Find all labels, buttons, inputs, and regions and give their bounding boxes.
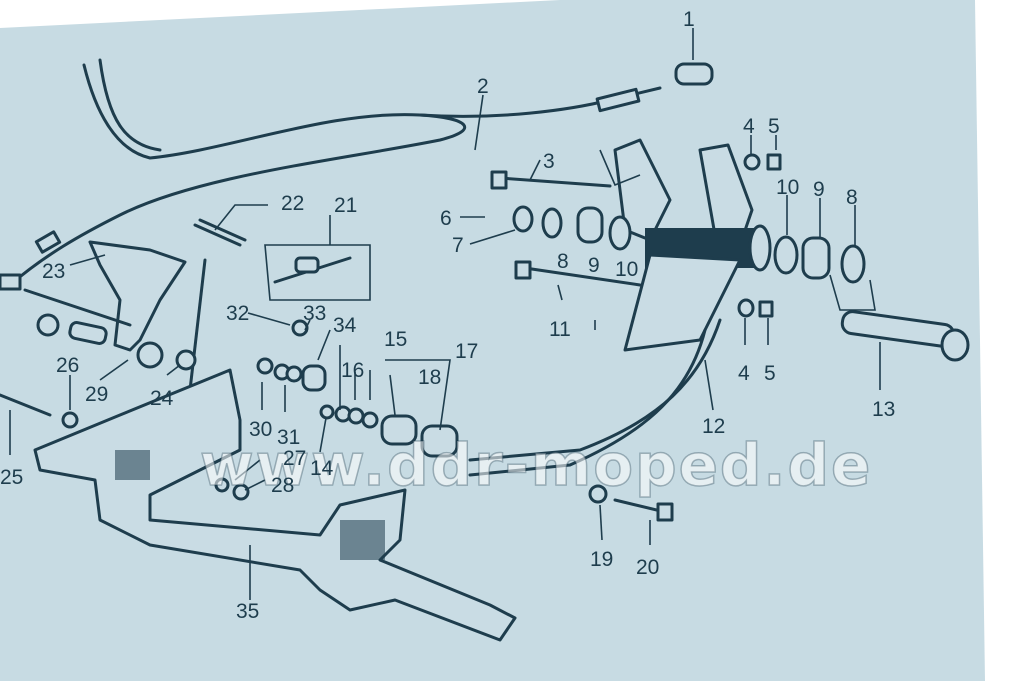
callout-9-right: 9 — [813, 178, 825, 201]
callout-11: 11 — [549, 318, 571, 341]
pin-13 — [840, 310, 970, 362]
callout-6: 6 — [440, 207, 452, 230]
callout-4: 4 — [743, 115, 755, 138]
brake-cable — [0, 58, 662, 291]
callout-7: 7 — [452, 234, 464, 257]
callout-4-lower: 4 — [738, 362, 750, 385]
callout-13: 13 — [872, 398, 895, 421]
callout-30: 30 — [249, 418, 272, 441]
callout-labels: 1 2 3 4 5 6 7 8 9 10 10 9 8 11 4 5 12 13… — [0, 8, 895, 623]
pivot-bracket — [468, 138, 772, 477]
callout-22: 22 — [281, 192, 304, 215]
callout-29: 29 — [85, 383, 108, 406]
callout-10: 10 — [615, 258, 638, 281]
callout-35: 35 — [236, 600, 259, 623]
callout-8-right: 8 — [846, 186, 858, 209]
callout-17: 17 — [455, 340, 478, 363]
callout-10-right: 10 — [776, 176, 799, 199]
bolt-11 — [514, 260, 642, 287]
callout-14: 14 — [310, 457, 334, 480]
callout-3: 3 — [543, 150, 555, 173]
main-frame — [0, 368, 517, 642]
callout-16: 16 — [341, 359, 364, 382]
callout-5-lower: 5 — [764, 362, 776, 385]
brake-pedal — [23, 240, 187, 369]
callout-33: 33 — [303, 302, 326, 325]
sleeve-part — [674, 62, 714, 86]
callout-28: 28 — [271, 474, 294, 497]
callout-5: 5 — [768, 115, 780, 138]
callout-20: 20 — [636, 556, 659, 579]
callout-21: 21 — [334, 194, 357, 217]
callout-25: 25 — [0, 466, 23, 489]
callout-1: 1 — [683, 8, 695, 31]
callout-12: 12 — [702, 415, 725, 438]
callout-23: 23 — [42, 260, 65, 283]
callout-2: 2 — [477, 75, 489, 98]
paper-sheet — [0, 0, 985, 681]
callout-19: 19 — [590, 548, 613, 571]
callout-24: 24 — [150, 387, 174, 410]
callout-8: 8 — [557, 250, 569, 273]
callout-31: 31 — [277, 426, 300, 449]
washers-bushings — [512, 153, 866, 318]
callout-15: 15 — [384, 328, 407, 351]
leader-lines — [9, 28, 881, 600]
callout-32: 32 — [226, 302, 249, 325]
bolt-3 — [490, 170, 612, 190]
callout-18: 18 — [418, 366, 441, 389]
spring-and-rod — [188, 218, 352, 392]
small-hardware — [36, 313, 674, 522]
watermark-text: www.ddr-moped.de — [200, 431, 872, 499]
callout-27: 27 — [283, 447, 306, 470]
callout-34: 34 — [333, 314, 357, 337]
callout-9: 9 — [588, 254, 600, 277]
callout-26: 26 — [56, 354, 79, 377]
